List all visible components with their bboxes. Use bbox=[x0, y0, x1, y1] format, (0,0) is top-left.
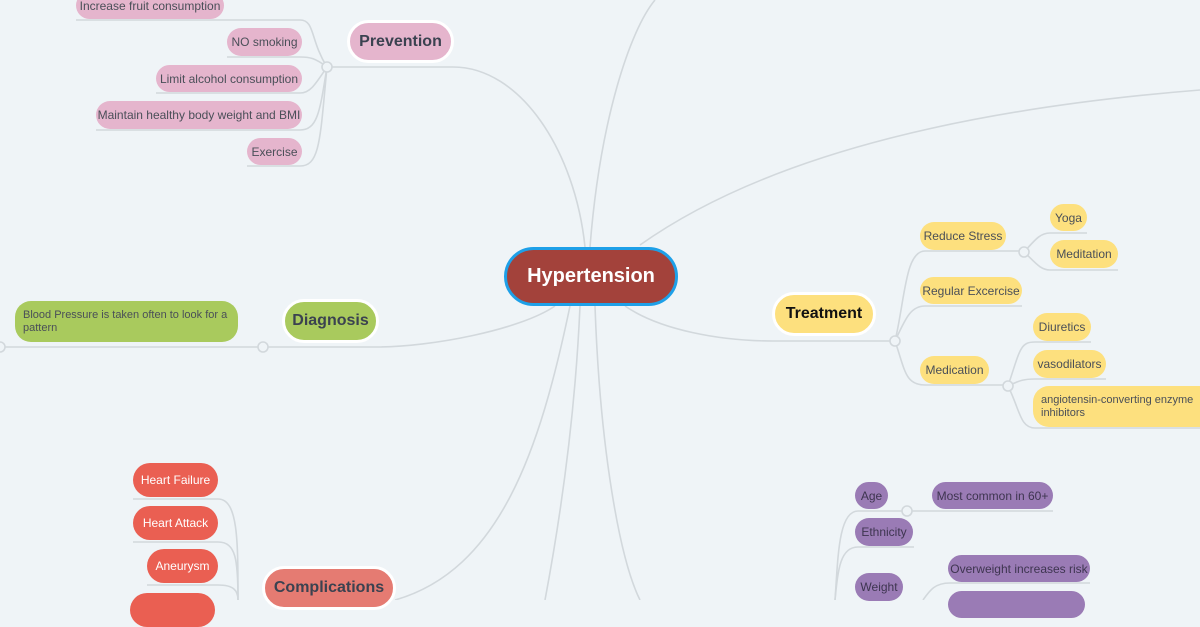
treatment-item[interactable]: Reduce Stress bbox=[920, 222, 1006, 250]
treatment-item[interactable]: Medication bbox=[920, 356, 989, 384]
risk-subitem-partial[interactable] bbox=[948, 591, 1085, 618]
prevention-item[interactable]: Increase fruit consumption bbox=[76, 0, 224, 19]
prevention-item[interactable]: NO smoking bbox=[227, 28, 302, 56]
prevention-topic[interactable]: Prevention bbox=[347, 20, 454, 63]
connector-lines bbox=[0, 0, 1200, 600]
treatment-subitem[interactable]: angiotensin-converting enzyme inhibitors bbox=[1033, 386, 1200, 427]
complication-item[interactable]: Heart Attack bbox=[133, 506, 218, 540]
prevention-item[interactable]: Maintain healthy body weight and BMI bbox=[96, 101, 302, 129]
risk-item[interactable]: Weight bbox=[855, 573, 903, 601]
central-topic[interactable]: Hypertension bbox=[504, 247, 678, 306]
risk-item[interactable]: Ethnicity bbox=[855, 518, 913, 546]
complication-item[interactable]: Heart Failure bbox=[133, 463, 218, 497]
treatment-subitem[interactable]: Diuretics bbox=[1033, 313, 1091, 341]
diagnosis-item[interactable]: Blood Pressure is taken often to look fo… bbox=[15, 301, 238, 342]
risk-subitem[interactable]: Overweight increases risk bbox=[948, 555, 1090, 582]
diagnosis-topic[interactable]: Diagnosis bbox=[282, 299, 379, 343]
treatment-item[interactable]: Regular Excercise bbox=[920, 277, 1022, 304]
treatment-subitem[interactable]: vasodilators bbox=[1033, 350, 1106, 378]
treatment-subitem[interactable]: Yoga bbox=[1050, 204, 1087, 231]
complication-item-partial[interactable] bbox=[130, 593, 215, 627]
complication-item[interactable]: Aneurysm bbox=[147, 549, 218, 583]
treatment-subitem[interactable]: Meditation bbox=[1050, 240, 1118, 268]
risk-item[interactable]: Age bbox=[855, 482, 888, 509]
prevention-item[interactable]: Exercise bbox=[247, 138, 302, 165]
complications-topic[interactable]: Complications bbox=[262, 566, 396, 610]
prevention-item[interactable]: Limit alcohol consumption bbox=[156, 65, 302, 92]
risk-subitem[interactable]: Most common in 60+ bbox=[932, 482, 1053, 509]
treatment-topic[interactable]: Treatment bbox=[772, 292, 876, 336]
